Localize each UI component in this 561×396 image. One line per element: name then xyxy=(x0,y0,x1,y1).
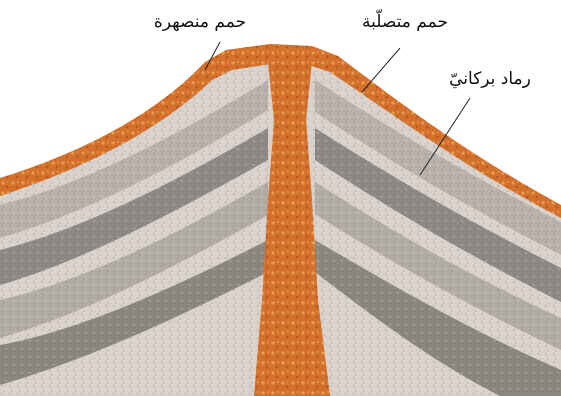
label-molten-lava: حمم منصهرة xyxy=(154,12,246,32)
label-solidified-lava: حمم متصلّبة xyxy=(362,8,448,32)
leader-line-solidified xyxy=(362,48,400,92)
label-volcanic-ash: رماد بركانيّ xyxy=(449,69,531,89)
